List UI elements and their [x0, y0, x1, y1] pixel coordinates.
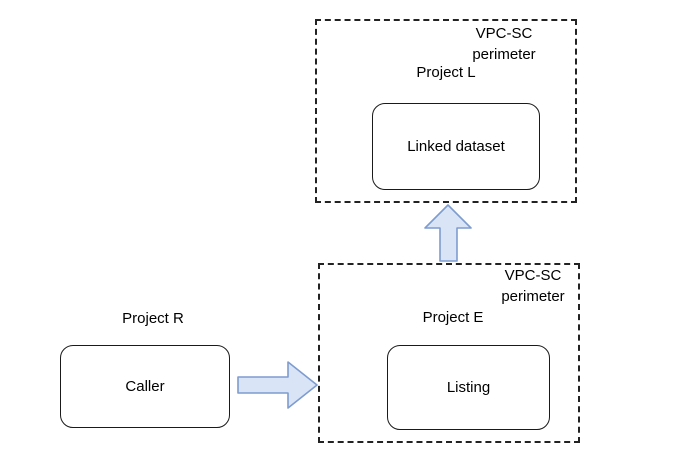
vpc-sc-perimeter-bottom-label: VPC-SC perimeter	[458, 265, 608, 307]
vpc-sc-label-line1: VPC-SC	[475, 25, 533, 42]
project-l-label: Project L	[416, 64, 476, 81]
vpc-sc-label-line2: perimeter	[501, 288, 565, 305]
listing-label: Listing	[446, 379, 491, 396]
vpc-sc-label-line1: VPC-SC	[504, 267, 562, 284]
project-e-label: Project E	[422, 309, 484, 326]
linked-dataset-label: Linked dataset	[407, 138, 505, 155]
vpc-sc-label-line2: perimeter	[472, 46, 536, 63]
listing-node: Listing	[387, 345, 550, 430]
vpc-sc-perimeter-top-label: VPC-SC perimeter	[429, 23, 579, 65]
vpc-sc-perimeter-top	[315, 19, 577, 203]
linked-dataset-node: Linked dataset	[372, 103, 540, 190]
project-r-label: Project R	[122, 310, 184, 327]
vpc-sc-perimeter-bottom	[318, 263, 580, 443]
caller-node: Caller	[60, 345, 230, 428]
caller-label: Caller	[125, 378, 165, 395]
arrow-caller-to-listing-icon	[237, 361, 318, 409]
arrow-listing-to-linked-dataset-icon	[424, 204, 472, 262]
